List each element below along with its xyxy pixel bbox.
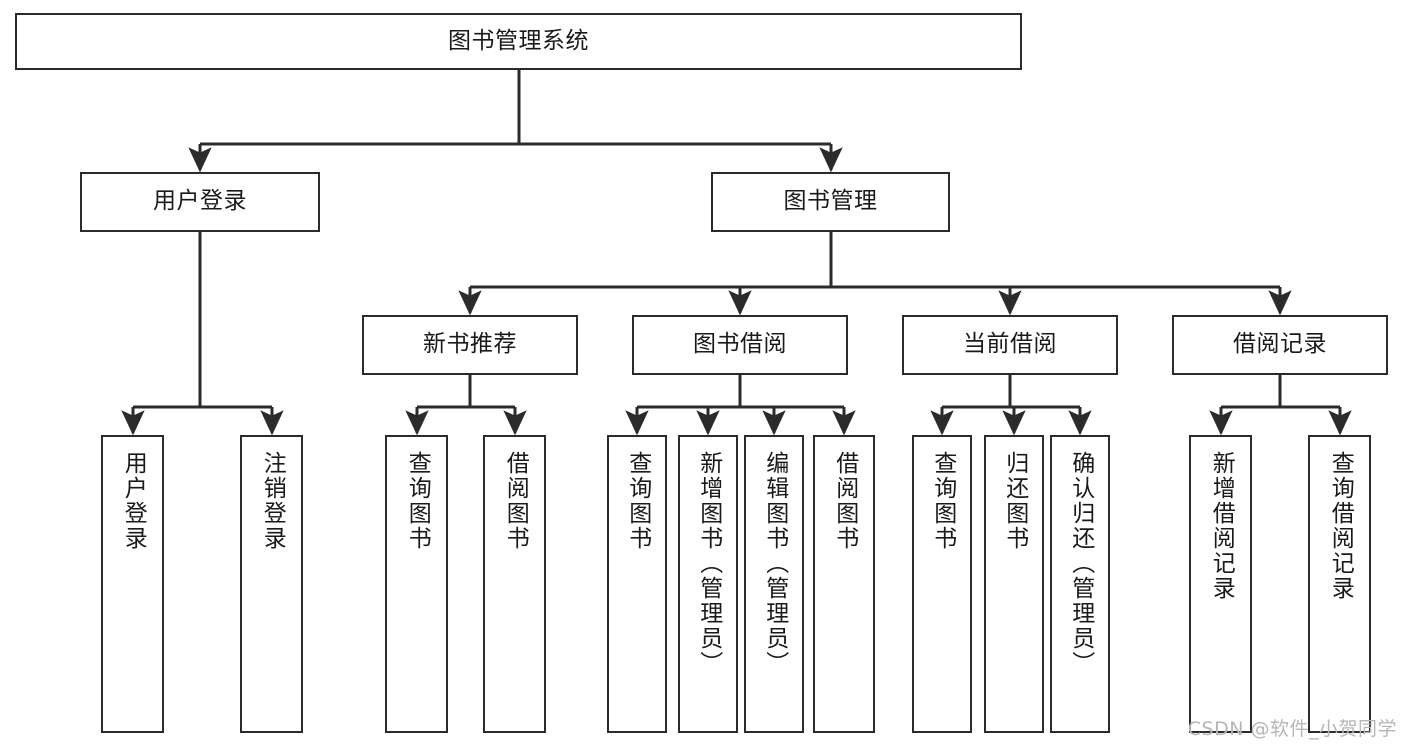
node-leaf-borrow-book-1[interactable]: 借阅图书 — [483, 435, 546, 733]
node-book-manage[interactable]: 图书管理 — [711, 172, 950, 232]
node-leaf-query-record-label: 查询借阅记录 — [1327, 451, 1354, 601]
node-user-login[interactable]: 用户登录 — [80, 172, 320, 232]
node-root[interactable]: 图书管理系统 — [15, 13, 1022, 70]
node-leaf-query-book-3-label: 查询图书 — [929, 451, 956, 551]
node-leaf-edit-book-label: 编辑图书（管理员） — [761, 451, 788, 676]
node-leaf-query-book-1[interactable]: 查询图书 — [385, 435, 448, 733]
node-borrow-record-label: 借阅记录 — [1233, 331, 1327, 358]
node-leaf-confirm-return[interactable]: 确认归还（管理员） — [1050, 435, 1110, 733]
node-root-label: 图书管理系统 — [448, 27, 589, 54]
node-leaf-query-book-3[interactable]: 查询图书 — [912, 435, 972, 733]
node-borrow-record[interactable]: 借阅记录 — [1172, 315, 1388, 375]
node-leaf-add-record-label: 新增借阅记录 — [1208, 451, 1235, 601]
node-leaf-logout[interactable]: 注销登录 — [240, 435, 303, 733]
node-leaf-add-book[interactable]: 新增图书（管理员） — [678, 435, 738, 733]
node-current-borrow[interactable]: 当前借阅 — [902, 315, 1118, 375]
node-leaf-query-record[interactable]: 查询借阅记录 — [1308, 435, 1371, 733]
node-leaf-edit-book[interactable]: 编辑图书（管理员） — [744, 435, 804, 733]
node-leaf-borrow-book-1-label: 借阅图书 — [502, 451, 529, 551]
node-leaf-query-book-1-label: 查询图书 — [404, 451, 431, 551]
node-leaf-borrow-book-2-label: 借阅图书 — [831, 451, 858, 551]
node-leaf-user-login[interactable]: 用户登录 — [101, 435, 164, 733]
node-leaf-add-record[interactable]: 新增借阅记录 — [1189, 435, 1252, 733]
node-leaf-logout-label: 注销登录 — [259, 451, 286, 551]
csdn-watermark: CSDN @软件_小贺同学 — [1187, 718, 1397, 740]
node-leaf-user-login-label: 用户登录 — [120, 451, 147, 551]
node-leaf-return-book-label: 归还图书 — [1001, 451, 1028, 551]
node-user-login-label: 用户登录 — [153, 188, 247, 215]
node-book-manage-label: 图书管理 — [783, 188, 878, 215]
node-book-borrow[interactable]: 图书借阅 — [632, 315, 848, 375]
node-leaf-confirm-return-label: 确认归还（管理员） — [1067, 451, 1094, 676]
node-book-borrow-label: 图书借阅 — [693, 331, 787, 358]
node-leaf-add-book-label: 新增图书（管理员） — [695, 451, 722, 676]
node-leaf-query-book-2[interactable]: 查询图书 — [607, 435, 667, 733]
node-new-book-rec-label: 新书推荐 — [423, 331, 517, 358]
node-current-borrow-label: 当前借阅 — [963, 331, 1057, 358]
node-leaf-query-book-2-label: 查询图书 — [624, 451, 651, 551]
node-leaf-return-book[interactable]: 归还图书 — [984, 435, 1044, 733]
node-leaf-borrow-book-2[interactable]: 借阅图书 — [813, 435, 875, 733]
node-new-book-rec[interactable]: 新书推荐 — [362, 315, 578, 375]
